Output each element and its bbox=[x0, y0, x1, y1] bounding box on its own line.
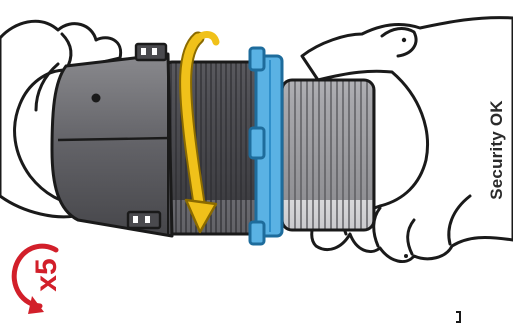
pipe-thread bbox=[282, 80, 374, 230]
lock-nut bbox=[250, 48, 282, 244]
corner-mark bbox=[456, 312, 460, 322]
security-ok-label: Security OK bbox=[487, 100, 507, 200]
coupling-body bbox=[52, 44, 172, 236]
rotation-count-label: x5 bbox=[32, 258, 62, 291]
